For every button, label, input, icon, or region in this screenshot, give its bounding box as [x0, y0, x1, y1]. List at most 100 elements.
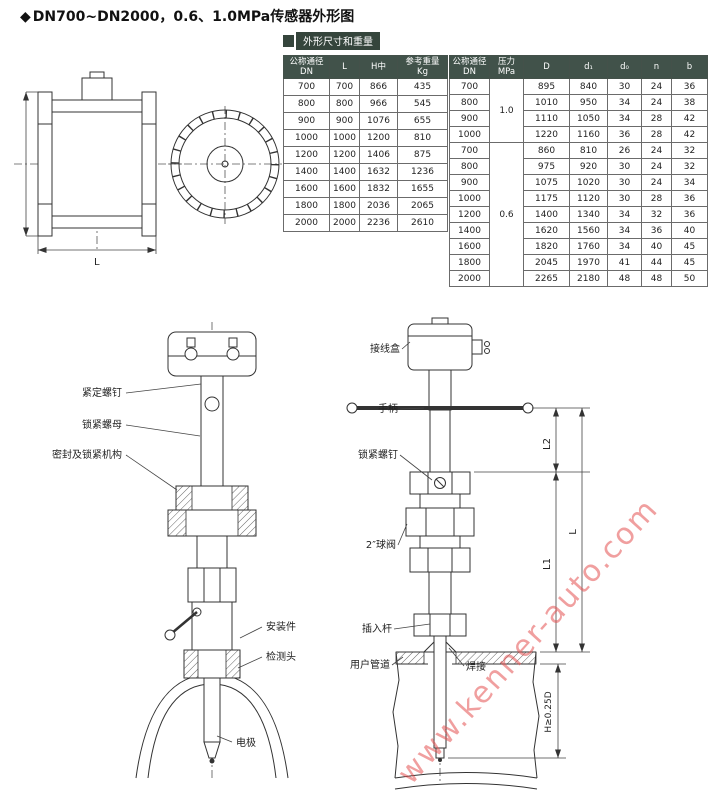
page-title: ◆DN700~DN2000，0.6、1.0MPa传感器外形图: [20, 6, 354, 26]
table-cell: 1600: [283, 180, 330, 199]
table-cell: 800: [329, 95, 360, 114]
table-cell: 34: [671, 174, 708, 192]
table-cell: 36: [671, 206, 708, 224]
label-handle: 手柄: [378, 402, 398, 415]
table-cell: 24: [641, 94, 672, 112]
table-cell: 900: [329, 112, 360, 131]
table-cell: 655: [397, 112, 448, 131]
table-cell: 1970: [569, 254, 608, 272]
column-header: b: [671, 54, 708, 80]
column-header: L: [329, 54, 360, 80]
column-header: 公称通径 DN: [449, 54, 490, 80]
table-cell: 1800: [449, 254, 490, 272]
table-cell: 28: [641, 190, 672, 208]
table-cell: 28: [641, 110, 672, 128]
diamond-bullet-icon: ◆: [20, 9, 31, 25]
table-cell: 2610: [397, 214, 448, 233]
side-view: L: [14, 71, 182, 268]
table-cell: 30: [607, 190, 642, 208]
table-cell: 1620: [523, 222, 570, 240]
table-cell: 2000: [283, 214, 330, 233]
left-assembly-drawing: 紧定螺钉 锁紧螺母 密封及锁紧机构 安装件 检测头 电极: [52, 322, 296, 780]
table-cell: 34: [607, 206, 642, 224]
table-cell: 30: [607, 174, 642, 192]
installation-drawings: 紧定螺钉 锁紧螺母 密封及锁紧机构 安装件 检测头 电极: [52, 317, 590, 790]
table-cell: 1120: [569, 190, 608, 208]
table-cell: 1050: [569, 110, 608, 128]
label-ball-valve: 2″球阀: [366, 538, 396, 551]
table-cell: 1020: [569, 174, 608, 192]
table-cell: 1000: [449, 190, 490, 208]
table-cell: 30: [607, 78, 642, 96]
table-cell: 40: [671, 222, 708, 240]
table-cell: 900: [449, 174, 490, 192]
table-cell: 1200: [329, 146, 360, 165]
table-cell: 24: [641, 158, 672, 176]
table-cell: 1400: [523, 206, 570, 224]
table-cell: 810: [397, 129, 448, 148]
table-cell: 1406: [359, 146, 398, 165]
table-cell: 36: [671, 190, 708, 208]
table-cell: 840: [569, 78, 608, 96]
label-sensor-head: 检测头: [266, 650, 296, 663]
table-cell: 44: [641, 254, 672, 272]
table-cell: 860: [523, 142, 570, 160]
table-cell: 966: [359, 95, 398, 114]
table-cell: 1340: [569, 206, 608, 224]
table-cell: 36: [641, 222, 672, 240]
table-cell: 1632: [359, 163, 398, 182]
table-cell: 800: [449, 158, 490, 176]
label-lock-nut: 锁紧螺母: [82, 418, 122, 431]
table-cell: 1600: [449, 238, 490, 256]
table-cell: 1236: [397, 163, 448, 182]
column-header: D: [523, 54, 570, 80]
column-header: 压力MPa: [489, 54, 524, 80]
dim-label-insert-depth: H≥0.25D: [544, 691, 554, 732]
table-cell: 34: [607, 94, 642, 112]
table-cell: 435: [397, 78, 448, 97]
dim-label-l1: L1: [542, 558, 553, 570]
table-cell: 38: [671, 94, 708, 112]
table-cell: 1655: [397, 180, 448, 199]
table-cell: 2180: [569, 270, 608, 288]
table-cell: 875: [397, 146, 448, 165]
table-cell: 34: [607, 110, 642, 128]
table-cell: 920: [569, 158, 608, 176]
table-cell: 24: [641, 142, 672, 160]
table-cell: 900: [449, 110, 490, 128]
table-cell: 950: [569, 94, 608, 112]
table-cell: 700: [283, 78, 330, 97]
table-cell: 1220: [523, 126, 570, 144]
table-cell: 36: [671, 78, 708, 96]
table-cell: 1400: [329, 163, 360, 182]
table-cell: 45: [671, 254, 708, 272]
table-cell: 1075: [523, 174, 570, 192]
table-cell: 42: [671, 126, 708, 144]
table-cell: 866: [359, 78, 398, 97]
table-cell: 810: [569, 142, 608, 160]
table-cell: 50: [671, 270, 708, 288]
sensor-outline-drawing: L: [14, 71, 282, 268]
front-view: [168, 106, 282, 224]
table-cell: 1400: [449, 222, 490, 240]
table-cell: 36: [607, 126, 642, 144]
table-cell: 2000: [329, 214, 360, 233]
table-cell: 700: [329, 78, 360, 97]
dim-label-l: L: [568, 529, 579, 535]
section-label-text: 外形尺寸和重量: [296, 32, 380, 50]
label-set-screw: 紧定螺钉: [82, 386, 122, 399]
